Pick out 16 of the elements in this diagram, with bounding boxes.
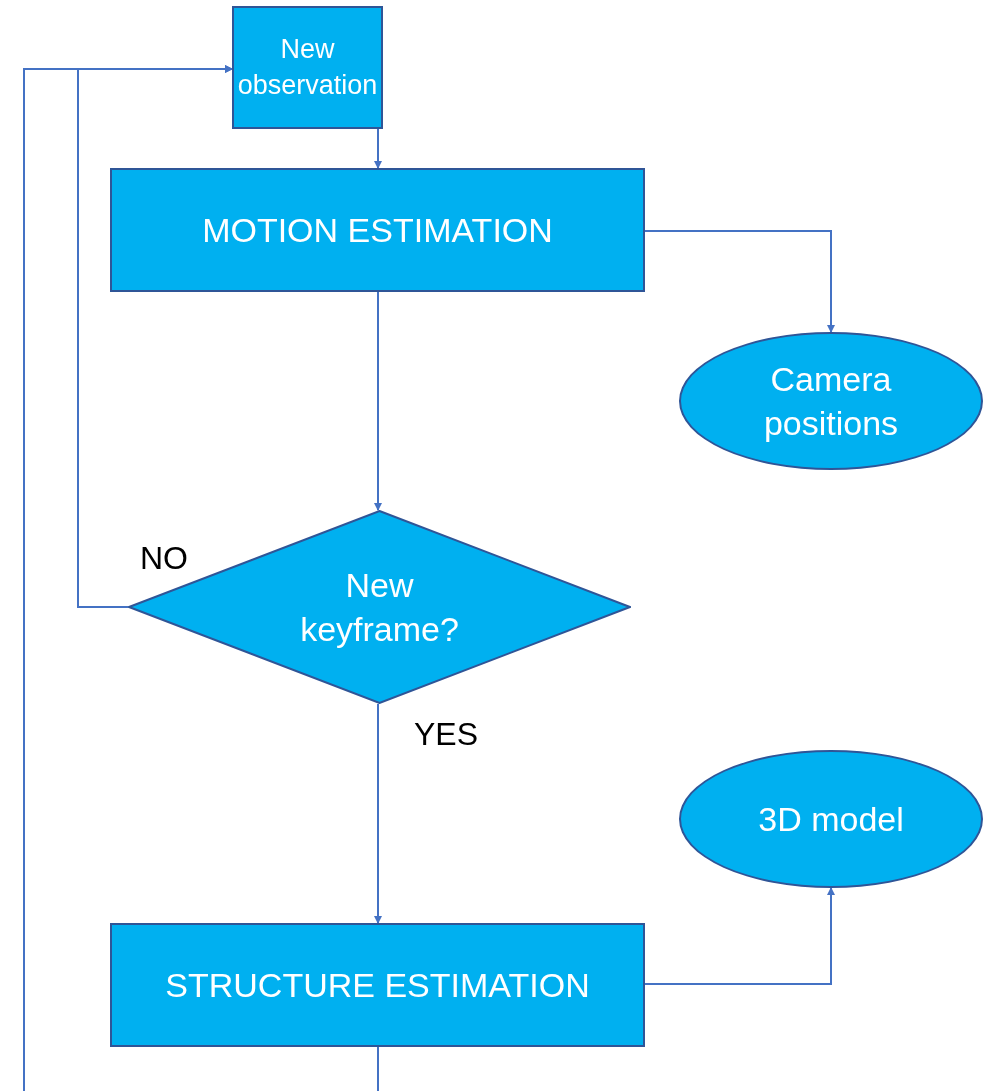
node-label: STRUCTURE ESTIMATION [165, 964, 590, 1006]
node-label: 3D model [758, 798, 904, 840]
decision-diamond [128, 510, 631, 704]
arrow [644, 887, 835, 985]
process-box [110, 923, 645, 1047]
node-label: New keyframe? [299, 564, 460, 650]
node-label: MOTION ESTIMATION [202, 209, 553, 251]
node-label: New observation [237, 33, 378, 102]
node-label: Camera positions [762, 358, 900, 444]
arrow [644, 230, 835, 333]
process-box [232, 6, 383, 129]
arrow [374, 128, 382, 169]
process-box [110, 168, 645, 292]
arrow [374, 291, 382, 511]
arrow [374, 703, 382, 924]
arrow [23, 65, 379, 1091]
